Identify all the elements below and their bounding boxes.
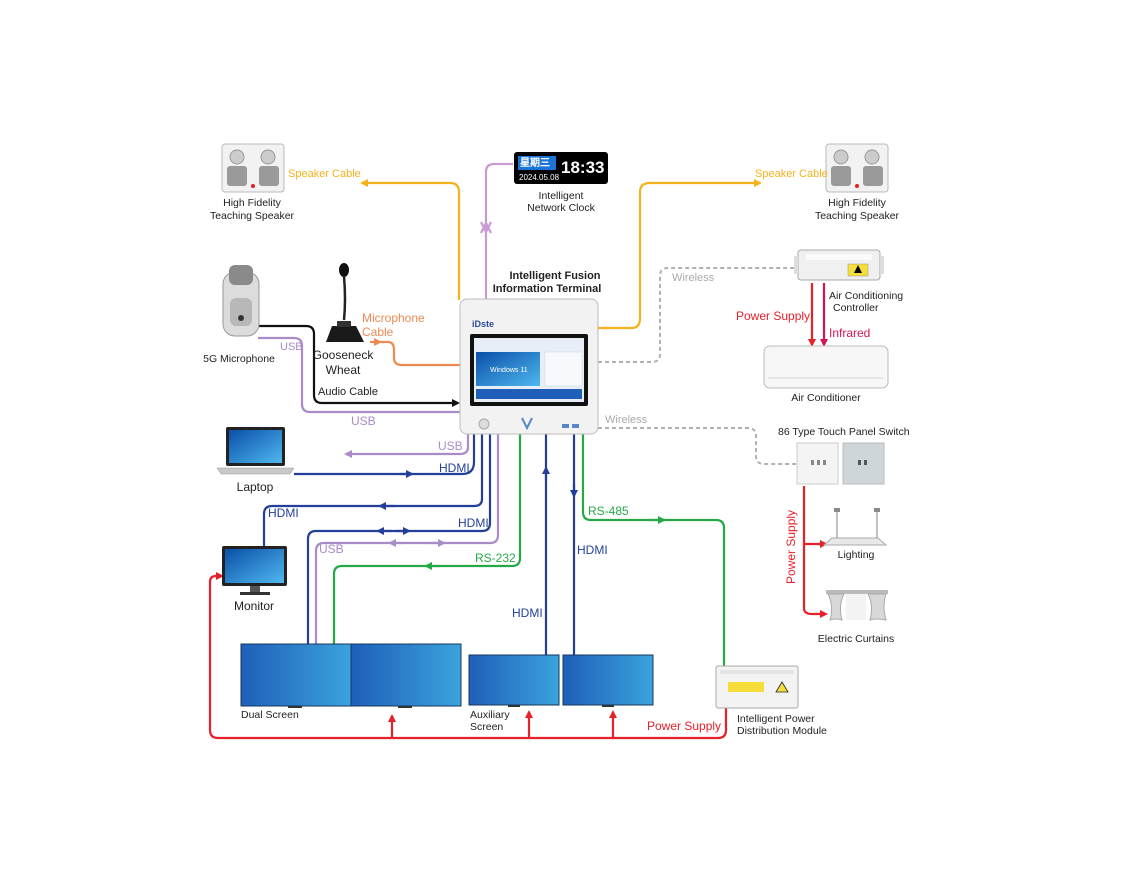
aux-screen-line1: Auxiliary: [470, 709, 510, 721]
speaker-cable-right-label: Speaker Cable: [755, 168, 828, 180]
ac-controller-line1: Air Conditioning: [829, 290, 904, 302]
wireless-top-label: Wireless: [672, 272, 715, 284]
hdmi-aux-left-label: HDMI: [512, 606, 543, 620]
terminal-title-line2: Information Terminal: [492, 283, 602, 295]
5g-microphone-icon: [222, 265, 260, 337]
clock-time: 18:33: [561, 158, 605, 177]
lighting-label: Lighting: [837, 549, 875, 561]
clock-date: 2024.05.08: [519, 173, 560, 182]
aux-screen-icon: [468, 654, 654, 707]
hdmi-laptop-label: HDMI: [439, 461, 470, 475]
touch-panel-label: 86 Type Touch Panel Switch: [778, 426, 910, 438]
speaker-left-icon: [221, 143, 285, 193]
gooseneck-line2: Wheat: [325, 363, 361, 377]
laptop-label: Laptop: [236, 480, 274, 494]
usb-laptop-label: USB: [438, 439, 463, 453]
mic-cable-line1: Microphone: [362, 311, 425, 325]
rs232-label: RS-232: [475, 551, 516, 565]
touch-panel-icon: [796, 442, 885, 485]
wireless-top-line: [598, 267, 796, 363]
hdmi-monitor-label: HDMI: [268, 506, 299, 520]
pdm-line1: Intelligent Power: [737, 713, 815, 725]
terminal-screen-text: Windows 11: [490, 367, 528, 374]
hdmi-dual-label: HDMI: [458, 516, 489, 530]
network-clock-icon: [514, 152, 608, 184]
rs232-line: [332, 432, 522, 646]
speaker-right-line1: High Fidelity: [828, 197, 886, 209]
gooseneck-mic-icon: [326, 263, 364, 342]
monitor-icon: [222, 546, 287, 595]
ac-controller-icon: [794, 249, 884, 281]
hdmi-aux-right-label: HDMI: [577, 543, 608, 557]
speaker-cable-right-line: [598, 179, 762, 330]
clock-link-line: [484, 162, 513, 300]
usb-mic-line: [258, 336, 460, 414]
dual-screen-label: Dual Screen: [241, 709, 299, 721]
aux-screen-line2: Screen: [470, 721, 504, 733]
pdm-icon: [715, 665, 799, 709]
curtains-icon: [826, 590, 888, 621]
microphone-label: 5G Microphone: [203, 353, 275, 365]
wireless-mid-label: Wireless: [605, 414, 648, 426]
mic-cable-line: [380, 340, 460, 367]
terminal-brand: iDste: [472, 319, 495, 329]
speaker-left-line2: Teaching Speaker: [209, 210, 295, 222]
pdm-line2: Distribution Module: [737, 725, 827, 737]
usb-dual-line: [314, 432, 500, 646]
speaker-right-icon: [825, 143, 889, 193]
speaker-left-line1: High Fidelity: [223, 197, 281, 209]
rs485-label: RS-485: [588, 504, 629, 518]
air-conditioner-label: Air Conditioner: [791, 392, 861, 404]
power-bottom-line: [208, 572, 728, 740]
hdmi-laptop-line: [294, 432, 476, 476]
power-vertical-label: Power Supply: [784, 509, 798, 584]
clock-label-line1: Intelligent: [538, 190, 584, 202]
air-conditioner-icon: [763, 345, 889, 389]
power-bottom-label: Power Supply: [647, 719, 722, 733]
curtains-label: Electric Curtains: [817, 633, 895, 645]
gooseneck-line1: Gooseneck: [312, 348, 374, 362]
infrared-label: Infrared: [829, 326, 871, 340]
wireless-mid-line: [598, 427, 796, 465]
terminal-device-icon: [459, 298, 599, 435]
lighting-icon: [822, 508, 888, 546]
terminal-title-line1: Intelligent Fusion: [509, 270, 601, 282]
speaker-cable-left-label: Speaker Cable: [288, 168, 361, 180]
power-vertical-line: [802, 486, 828, 618]
usb-terminal-label: USB: [351, 414, 376, 428]
usb-laptop-line: [344, 432, 470, 458]
clock-label-line2: Network Clock: [527, 202, 595, 214]
ac-controller-line2: Controller: [833, 302, 879, 314]
speaker-right-line2: Teaching Speaker: [814, 210, 900, 222]
dual-screen-icon: [240, 643, 462, 708]
monitor-label: Monitor: [233, 599, 275, 613]
hdmi-monitor-line: [262, 432, 484, 546]
speaker-cable-left-line: [360, 179, 461, 300]
power-ac-label: Power Supply: [736, 309, 811, 323]
clock-weekday: 星期三: [520, 158, 550, 169]
audio-cable-label: Audio Cable: [318, 386, 378, 398]
usb-mic-label: USB: [280, 341, 303, 353]
usb-dual-label: USB: [319, 542, 344, 556]
mic-cable-line2: Cable: [362, 325, 394, 339]
laptop-icon: [216, 427, 295, 475]
audio-cable-line: [258, 324, 460, 407]
